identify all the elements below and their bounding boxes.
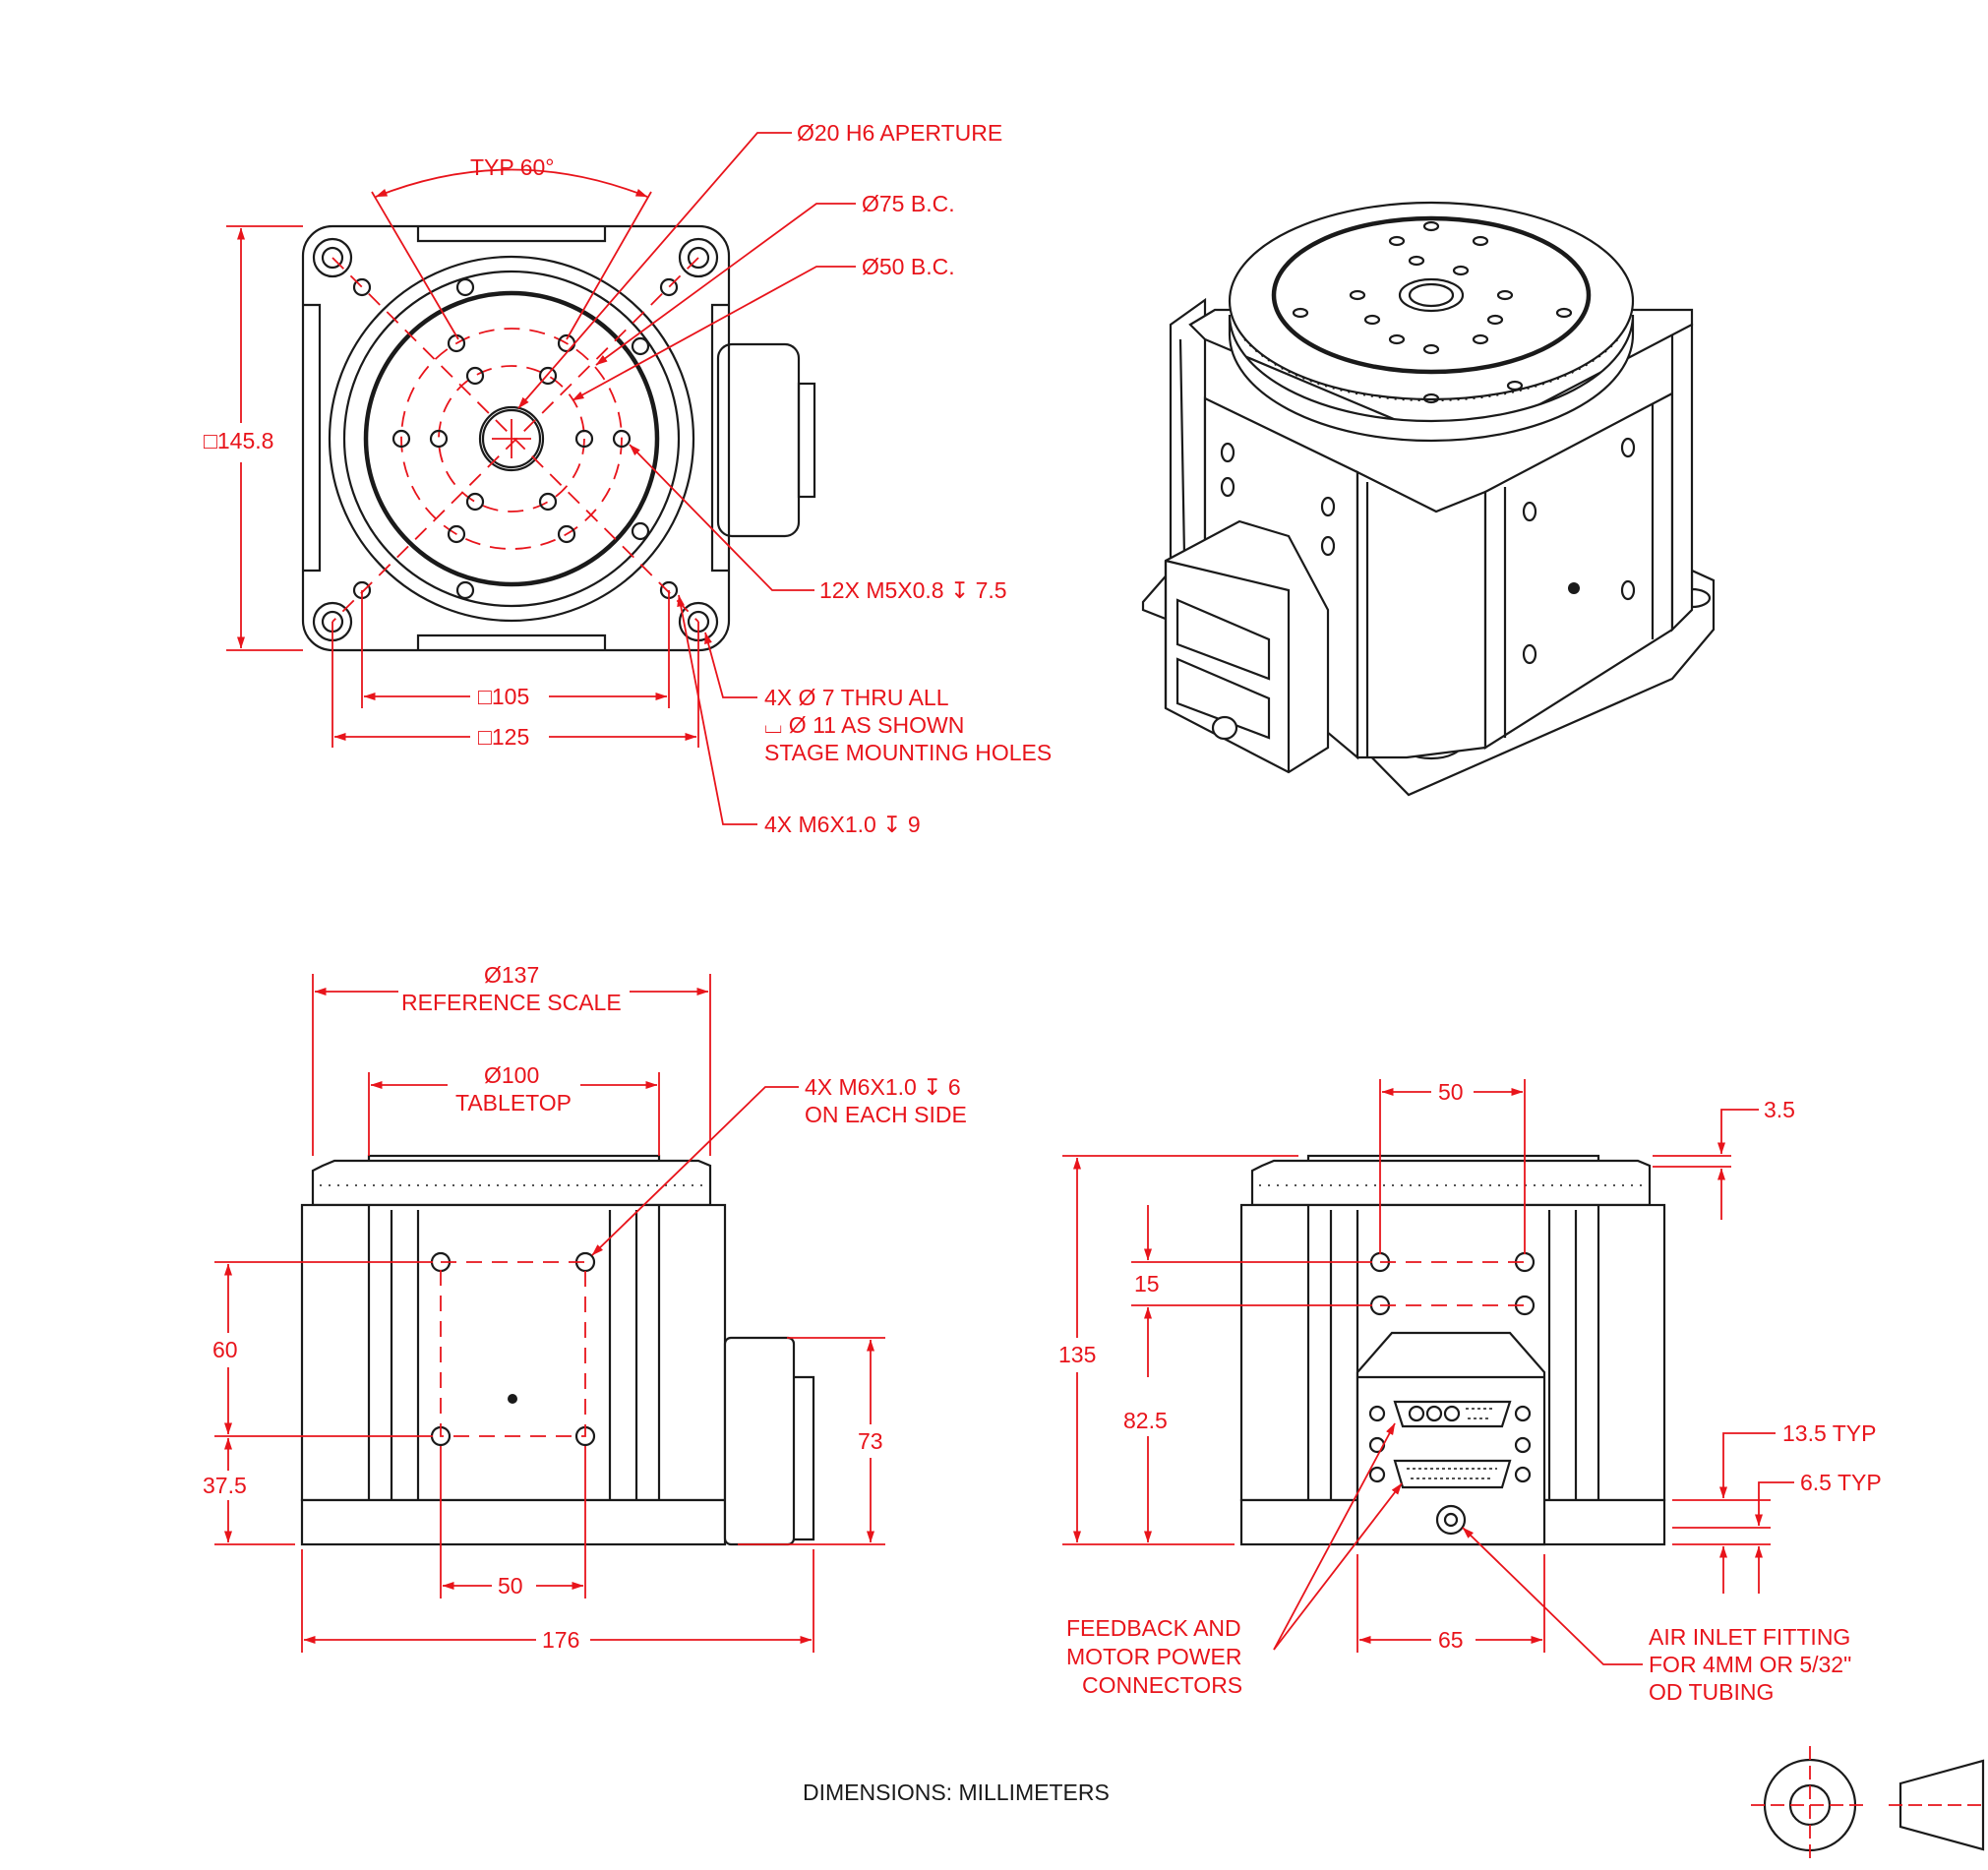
label-ref-scale: REFERENCE SCALE (401, 990, 622, 1015)
dim-135: 135 (1058, 1342, 1096, 1367)
isometric-view (1141, 201, 1716, 797)
bc75-circle (400, 328, 623, 550)
dim-50-front: 50 (498, 1573, 523, 1599)
iso-tabletop (1271, 215, 1592, 375)
label-thru-1: 4X Ø 7 THRU ALL (764, 685, 949, 710)
leader-bc50 (572, 266, 856, 401)
label-bc50: Ø50 B.C. (862, 254, 955, 279)
leader-thru (704, 632, 757, 698)
side-view-dimensions: 50 3.5 15 82.5 135 13.5 TYP 6.5 TYP 65 F… (1058, 1079, 1882, 1705)
front-body (300, 1203, 727, 1502)
dim-15: 15 (1134, 1271, 1160, 1297)
iso-scale-ring-band (1228, 314, 1635, 443)
front-connector-housing (723, 1336, 796, 1546)
label-connectors-3: CONNECTORS (1082, 1672, 1242, 1698)
top-outer-ring (328, 255, 695, 623)
dim-105: □105 (478, 684, 529, 709)
label-connectors-2: MOTOR POWER (1066, 1644, 1241, 1669)
top-aperture (478, 405, 545, 472)
iso-connector-upper (1175, 598, 1271, 681)
iso-body-ribs (1178, 338, 1655, 757)
top-view-dimensions: TYP 60° □145.8 □105 □125 Ø20 H6 APERTURE… (204, 120, 1052, 837)
iso-outer-ring (1228, 201, 1635, 401)
top-view-connector-housing (716, 342, 801, 538)
dim-37-5: 37.5 (203, 1473, 247, 1498)
label-tabletop: TABLETOP (455, 1090, 572, 1116)
label-connectors-1: FEEDBACK AND (1066, 1615, 1241, 1641)
top-ring-screws (455, 277, 650, 600)
iso-body-center-channel (1355, 470, 1487, 759)
label-side-m6: 4X M6X1.0 ↧ 6 (805, 1074, 961, 1100)
leader-side-m6 (591, 1086, 799, 1256)
top-slot-north (416, 226, 607, 243)
dim-13-5-typ: 13.5 TYP (1782, 1420, 1876, 1446)
dim-176: 176 (542, 1627, 579, 1653)
leader-bc75 (595, 203, 856, 366)
bc50-circle (438, 365, 585, 513)
iso-scale-ticks (1243, 338, 1619, 402)
label-air-1: AIR INLET FITTING (1649, 1624, 1850, 1650)
label-thru-2: ⌴ Ø 11 AS SHOWN (764, 712, 964, 738)
label-air-2: FOR 4MM OR 5/32" (1649, 1652, 1851, 1677)
top-slot-west (303, 303, 322, 573)
dim-100: Ø100 (484, 1062, 539, 1088)
iso-connector-lower (1175, 657, 1271, 740)
front-body-ribs (367, 1205, 661, 1500)
air-inlet-fitting (1435, 1504, 1467, 1536)
iso-body-holes (1220, 437, 1636, 665)
side-connector-housing (1355, 1331, 1546, 1546)
top-view-connector-plate (797, 382, 816, 499)
dim-125: □125 (478, 724, 529, 750)
top-scale-ring (342, 270, 681, 608)
dim-60: 60 (212, 1337, 238, 1362)
top-view (301, 224, 816, 652)
top-view-base-outline (301, 224, 731, 652)
iso-body-right-edge (1670, 318, 1694, 633)
leader-aperture (517, 132, 792, 409)
dim-50-side: 50 (1438, 1079, 1464, 1105)
iso-table-holes (1292, 220, 1573, 404)
side-scale-ring (1250, 1159, 1652, 1207)
iso-air-fitting (1211, 715, 1238, 741)
label-m5: 12X M5X0.8 ↧ 7.5 (819, 577, 1007, 603)
label-each-side: ON EACH SIDE (805, 1102, 967, 1127)
feedback-connector (1393, 1400, 1512, 1428)
units-note: DIMENSIONS: MILLIMETERS (803, 1780, 1110, 1805)
front-view-dimensions: Ø137 REFERENCE SCALE Ø100 TABLETOP 4X M6… (203, 962, 967, 1653)
front-scale-ring (311, 1159, 712, 1207)
dim-6-5-typ: 6.5 TYP (1800, 1470, 1882, 1495)
leader-m5 (629, 444, 814, 591)
typ60-arc (375, 168, 648, 198)
iso-aperture (1398, 277, 1465, 313)
top-slot-east (710, 303, 729, 573)
motor-power-connector (1393, 1459, 1512, 1489)
dim-65: 65 (1438, 1627, 1464, 1653)
label-m6: 4X M6X1.0 ↧ 9 (764, 812, 921, 837)
front-view (300, 1154, 815, 1546)
dim-82-5: 82.5 (1123, 1408, 1168, 1433)
label-aperture: Ø20 H6 APERTURE (797, 120, 1002, 146)
dim-73: 73 (858, 1428, 883, 1454)
top-tabletop (363, 290, 660, 587)
side-body-ribs (1306, 1205, 1600, 1500)
dim-137: Ø137 (484, 962, 539, 988)
dim-3-5: 3.5 (1764, 1097, 1795, 1122)
label-air-3: OD TUBING (1649, 1679, 1774, 1705)
top-slot-south (416, 633, 607, 650)
label-thru-3: STAGE MOUNTING HOLES (764, 740, 1052, 765)
typ60-label: TYP 60° (470, 154, 555, 180)
diag-centerline-2 (331, 257, 699, 623)
leader-m6 (677, 594, 757, 825)
side-view (1239, 1154, 1666, 1546)
label-bc75: Ø75 B.C. (862, 191, 955, 216)
front-hole-pattern (440, 1261, 586, 1437)
front-base (300, 1498, 727, 1546)
dim-145-8: □145.8 (204, 428, 273, 453)
projection-symbol-icon (1751, 1746, 1985, 1864)
